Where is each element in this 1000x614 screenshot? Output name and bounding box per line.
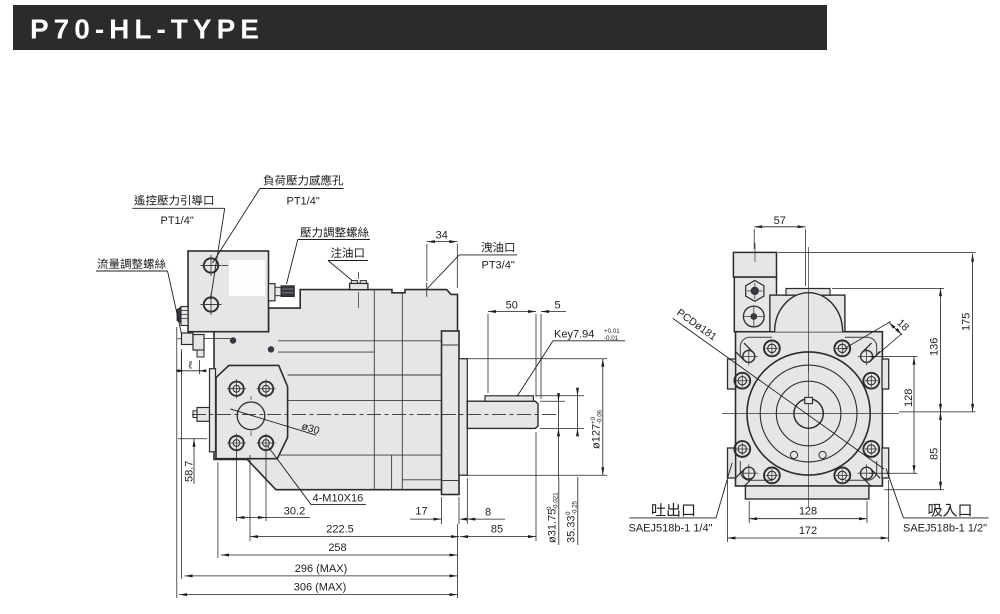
- svg-text:ø127: ø127: [591, 424, 603, 449]
- svg-text:85: 85: [491, 524, 503, 536]
- svg-text:58.7: 58.7: [184, 461, 196, 482]
- svg-text:85: 85: [929, 448, 941, 460]
- svg-text:306 (MAX): 306 (MAX): [294, 582, 347, 594]
- svg-text:222.5: 222.5: [326, 524, 354, 536]
- svg-text:P70-HL-TYPE: P70-HL-TYPE: [30, 14, 264, 45]
- svg-text:0: 0: [546, 506, 553, 510]
- svg-text:35.33: 35.33: [566, 515, 578, 543]
- svg-text:SAEJ518b-1 1/4": SAEJ518b-1 1/4": [629, 523, 713, 535]
- svg-text:50: 50: [506, 300, 518, 312]
- svg-text:ℓ: ℓ: [189, 360, 193, 372]
- svg-text:128: 128: [903, 389, 915, 407]
- svg-text:128: 128: [799, 506, 817, 518]
- svg-text:Key7.94: Key7.94: [554, 329, 594, 341]
- svg-text:34: 34: [436, 230, 448, 242]
- svg-text:258: 258: [328, 542, 346, 554]
- svg-text:SAEJ518b-1 1/2": SAEJ518b-1 1/2": [903, 523, 987, 535]
- svg-text:-0.021: -0.021: [553, 492, 560, 510]
- svg-text:172: 172: [799, 525, 817, 537]
- svg-text:PT1/4": PT1/4": [287, 196, 320, 208]
- svg-text:ø31.75: ø31.75: [547, 509, 559, 543]
- svg-text:4-M10X16: 4-M10X16: [313, 493, 364, 505]
- svg-text:57: 57: [774, 215, 786, 227]
- svg-text:5: 5: [554, 300, 560, 312]
- svg-text:175: 175: [961, 313, 973, 331]
- svg-text:296 (MAX): 296 (MAX): [295, 563, 348, 575]
- svg-text:136: 136: [929, 338, 941, 356]
- svg-text:-0.25: -0.25: [572, 500, 579, 515]
- svg-text:30.2: 30.2: [284, 506, 305, 518]
- svg-text:0: 0: [565, 511, 572, 515]
- svg-text:PT1/4": PT1/4": [161, 215, 194, 227]
- svg-text:+0: +0: [590, 416, 597, 424]
- svg-text:8: 8: [485, 507, 491, 519]
- svg-text:17: 17: [415, 506, 427, 518]
- svg-text:-0.01: -0.01: [604, 335, 619, 342]
- svg-text:-0.06: -0.06: [597, 409, 604, 424]
- svg-text:+0.01: +0.01: [604, 328, 620, 335]
- svg-text:ø30: ø30: [300, 420, 321, 437]
- svg-text:PT3/4": PT3/4": [482, 260, 515, 272]
